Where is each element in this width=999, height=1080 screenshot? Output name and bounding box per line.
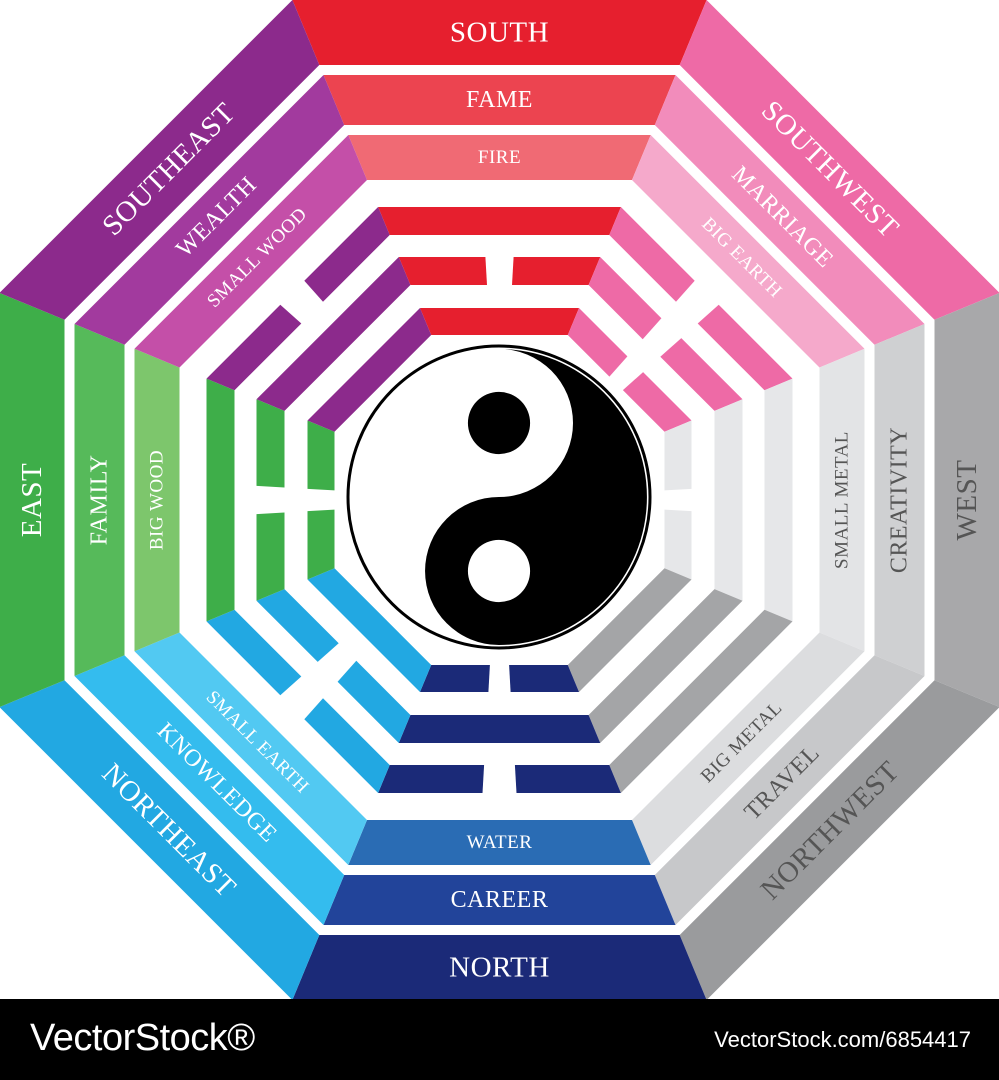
south-element-band: [348, 135, 651, 180]
north-aspiration-band: [323, 875, 676, 925]
west-direction-band: [934, 293, 999, 707]
north-trigram-broken-line: [509, 665, 579, 692]
northwest-trigram-line: [588, 589, 743, 743]
watermark-footer: VectorStock® VectorStock.com/6854417: [0, 999, 999, 1080]
southeast-direction-band: [0, 0, 320, 320]
watermark-brand: VectorStock®: [30, 1017, 255, 1059]
east-direction-band: [0, 293, 65, 707]
northwest-direction-band: [679, 680, 999, 999]
southwest-trigram-broken-line: [697, 304, 793, 391]
southwest-trigram-broken-line: [567, 308, 628, 377]
yin-yang-icon: [345, 343, 653, 651]
north-trigram-line: [398, 715, 601, 743]
west-trigram-line: [714, 399, 743, 601]
east-trigram-line: [206, 378, 235, 622]
southeast-trigram-broken-line: [206, 304, 302, 391]
north-trigram-broken-line: [514, 765, 621, 793]
southwest-trigram-broken-line: [588, 257, 662, 340]
south-trigram-line: [420, 308, 579, 335]
north-direction-label: NORTH: [449, 952, 550, 984]
west-element-band: [819, 348, 865, 652]
east-element-band: [134, 348, 180, 652]
south-trigram-broken-line: [512, 257, 601, 285]
east-trigram-broken-line: [307, 509, 335, 580]
west-direction-label: WEST: [951, 460, 983, 541]
east-direction-label: EAST: [16, 463, 48, 538]
south-aspiration-band: [323, 75, 676, 125]
southwest-trigram-broken-line: [609, 207, 695, 302]
north-aspiration-label: CAREER: [451, 887, 549, 913]
east-trigram-broken-line: [256, 512, 285, 601]
west-trigram-broken-line: [664, 420, 692, 491]
south-direction-band: [292, 0, 707, 65]
southeast-trigram-broken-line: [304, 207, 390, 302]
northeast-aspiration-band: [74, 655, 345, 925]
west-aspiration-band: [874, 324, 925, 676]
north-trigram-broken-line: [420, 665, 490, 692]
southwest-trigram-broken-line: [660, 338, 743, 411]
southwest-trigram-broken-line: [622, 372, 692, 432]
northwest-element-band: [632, 632, 865, 865]
northeast-trigram-line: [307, 568, 432, 692]
south-aspiration-label: FAME: [466, 87, 533, 113]
east-aspiration-band: [74, 324, 125, 676]
west-element-label: SMALL METAL: [832, 431, 853, 569]
southwest-element-band: [632, 135, 865, 368]
northeast-trigram-broken-line: [337, 660, 411, 743]
northwest-trigram-line: [567, 568, 692, 692]
south-element-label: FIRE: [478, 147, 521, 168]
southeast-element-band: [134, 135, 367, 368]
west-trigram-broken-line: [664, 509, 692, 580]
northwest-aspiration-band: [654, 655, 925, 925]
northeast-trigram-broken-line: [256, 589, 339, 662]
east-trigram-broken-line: [307, 420, 335, 491]
northwest-trigram-line: [609, 609, 793, 793]
north-element-label: WATER: [467, 832, 533, 853]
southwest-direction-band: [679, 0, 999, 320]
southeast-trigram-line: [256, 257, 411, 411]
yin-yang-outline: [346, 344, 652, 650]
southeast-aspiration-band: [74, 75, 345, 345]
west-trigram-line: [764, 378, 793, 622]
trigram-group: [206, 207, 793, 793]
yin-eye: [467, 391, 531, 455]
north-direction-band: [292, 935, 707, 999]
east-element-label: BIG WOOD: [147, 450, 168, 550]
watermark-image-id: VectorStock.com/6854417: [714, 1027, 971, 1052]
east-aspiration-label: FAMILY: [87, 455, 113, 546]
south-trigram-line: [378, 207, 621, 235]
northeast-trigram-broken-line: [304, 698, 390, 793]
northeast-direction-band: [0, 680, 320, 999]
northeast-element-band: [134, 632, 367, 865]
yang-eye: [467, 539, 531, 603]
bagua-rings: [0, 0, 999, 999]
southeast-trigram-line: [307, 308, 432, 432]
west-aspiration-label: CREATIVITY: [887, 427, 913, 573]
north-element-band: [348, 820, 651, 865]
south-direction-label: SOUTH: [450, 17, 549, 49]
south-trigram-broken-line: [398, 257, 487, 285]
north-trigram-broken-line: [378, 765, 485, 793]
southwest-aspiration-band: [654, 75, 925, 345]
northeast-trigram-broken-line: [206, 609, 302, 696]
east-trigram-broken-line: [256, 399, 285, 488]
